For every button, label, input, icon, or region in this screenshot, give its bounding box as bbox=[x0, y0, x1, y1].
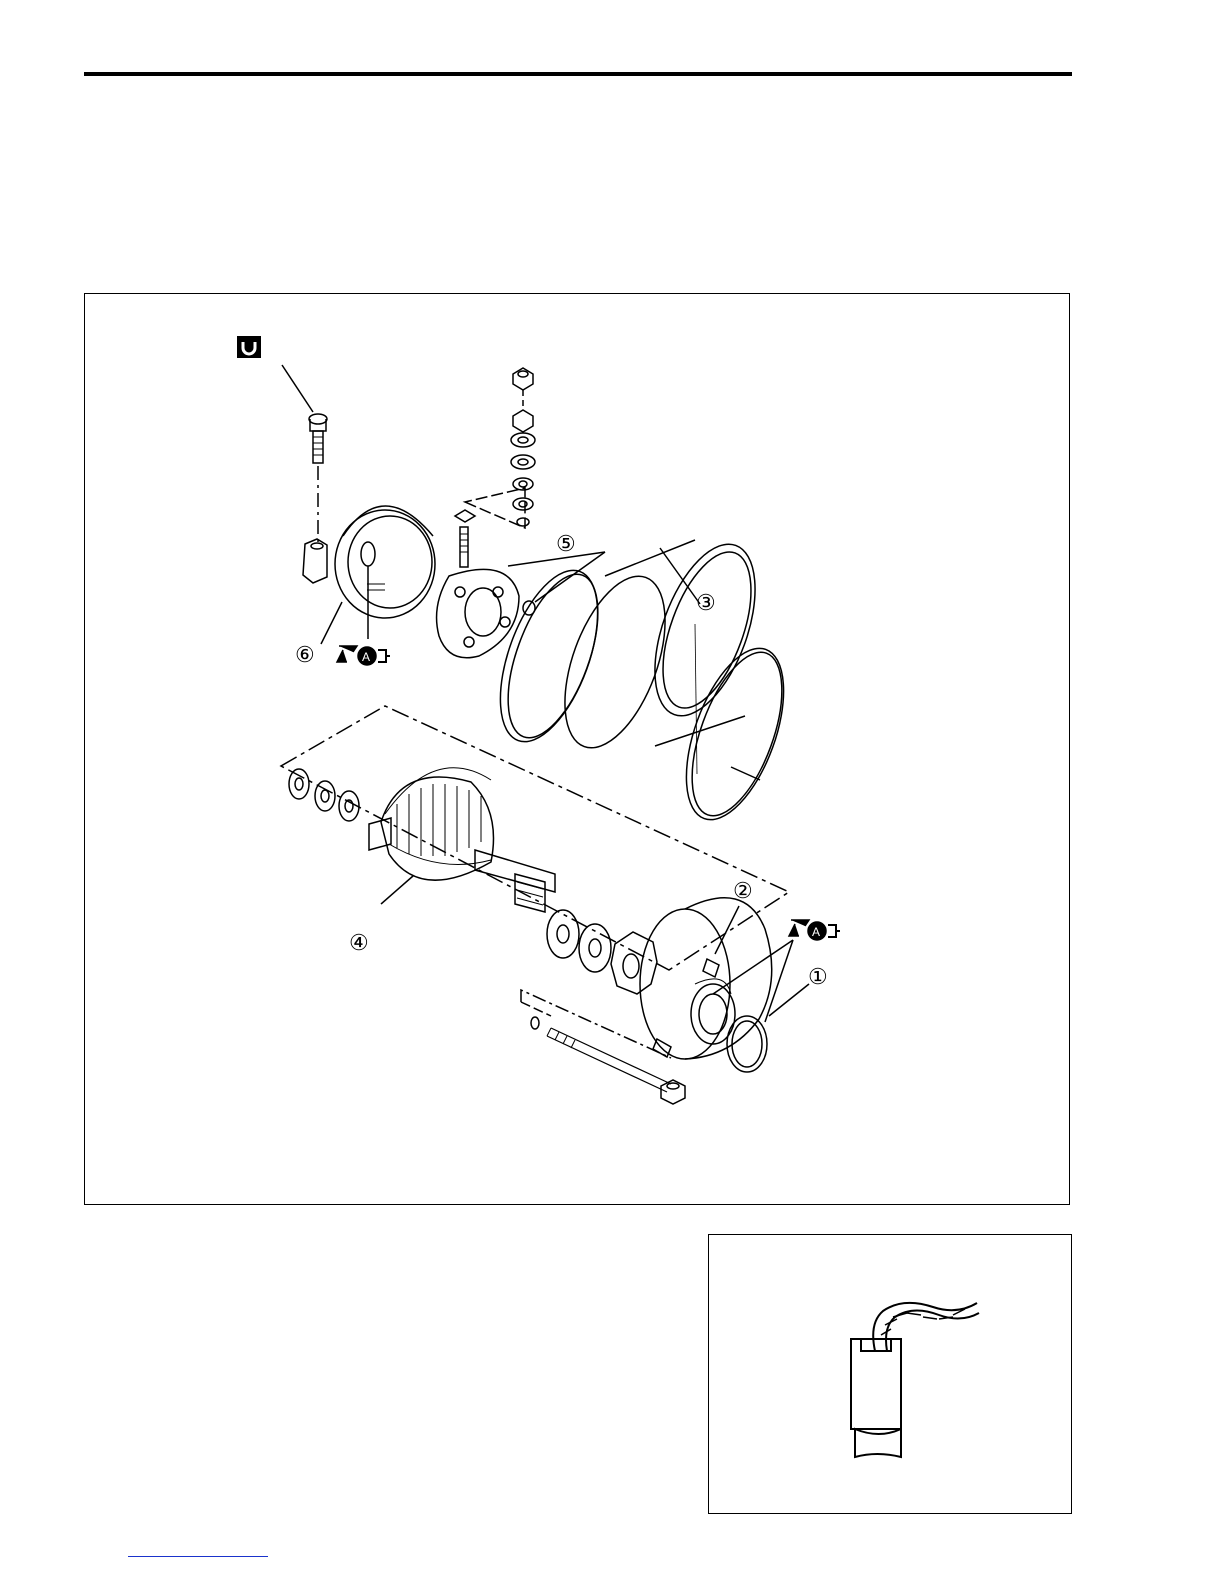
grease-gun-icon: A bbox=[789, 920, 840, 940]
terminal-washers-part bbox=[465, 368, 535, 528]
callout-6: ⑥ bbox=[295, 642, 315, 667]
header-rule bbox=[84, 72, 1072, 76]
callout-4: ④ bbox=[349, 930, 369, 955]
callout-1: ① bbox=[808, 964, 828, 989]
grease-letter: A bbox=[812, 925, 820, 939]
torque-wrench-icon bbox=[237, 336, 313, 412]
footer-link-rule bbox=[128, 1556, 268, 1557]
grease-gun-icon: A bbox=[337, 646, 390, 665]
shim-washers-part bbox=[289, 769, 359, 821]
starter-motor-exploded-diagram: A A ① ② ③ ④ ⑤ ⑥ bbox=[85, 294, 1071, 1206]
bolt-part bbox=[309, 414, 327, 544]
brush-inset-figure bbox=[708, 1234, 1072, 1514]
callout-2: ② bbox=[733, 878, 753, 903]
callout-5: ⑤ bbox=[556, 531, 576, 556]
grease-letter: A bbox=[362, 650, 370, 664]
front-housing-part bbox=[640, 898, 772, 1059]
carbon-brush-icon bbox=[709, 1235, 1073, 1515]
armature-part bbox=[369, 768, 555, 912]
yoke-part bbox=[545, 531, 775, 774]
exploded-view-figure: A A ① ② ③ ④ ⑤ ⑥ bbox=[84, 293, 1070, 1205]
rear-housing-part bbox=[303, 506, 435, 644]
ring-leader-line bbox=[731, 767, 760, 780]
callout-3: ③ bbox=[696, 590, 716, 615]
grease-leader-line bbox=[765, 940, 793, 1022]
